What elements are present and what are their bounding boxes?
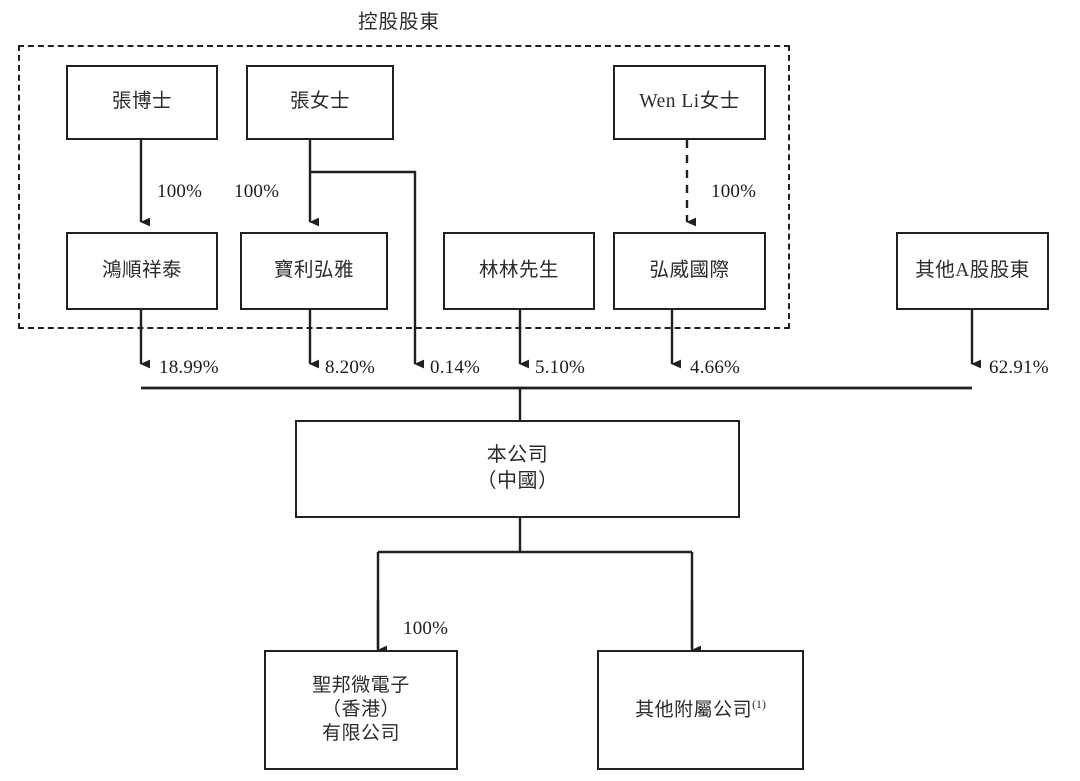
node-zhang-dr-label: 張博士 [111, 91, 172, 113]
node-other-subsidiaries-label: 其他附屬公司(1) [631, 697, 770, 723]
node-zhang-dr[interactable]: 張博士 [66, 65, 218, 140]
node-zhang-ms[interactable]: 張女士 [246, 65, 394, 140]
edge-label-baoli-percent: 8.20% [325, 357, 376, 378]
footnote-marker: (1) [752, 698, 766, 712]
edge-label-hongwei-percent: 4.66% [690, 357, 741, 378]
node-hongshun-xiangtai-label: 鴻順祥泰 [101, 259, 182, 281]
node-the-company-label: 本公司 （中國） [476, 444, 559, 492]
node-other-subsidiaries-text: 其他附屬公司 [635, 699, 753, 721]
group-title-controlling-shareholders: 控股股東 [358, 12, 441, 33]
node-other-a-share-shareholders-label: 其他A股股東 [915, 259, 1030, 281]
edge-label-wenli-to-hongwei: 100% [711, 181, 757, 202]
edge-label-linlin-percent: 5.10% [535, 357, 586, 378]
node-hongshun-xiangtai[interactable]: 鴻順祥泰 [66, 232, 218, 310]
node-hongwei-international-label: 弘威國際 [649, 259, 730, 281]
node-wen-li-ms-label: Wen Li女士 [639, 91, 740, 113]
node-lin-lin-label: 林林先生 [478, 259, 559, 281]
node-wen-li-ms[interactable]: Wen Li女士 [613, 65, 766, 140]
edge-label-zhang-dr-to-hongshun: 100% [157, 181, 203, 202]
node-hk-subsidiary-label: 聖邦微電子 （香港） 有限公司 [312, 674, 410, 745]
node-baoli-hongya-label: 寶利弘雅 [273, 259, 354, 281]
node-the-company[interactable]: 本公司 （中國） [295, 420, 740, 518]
edge-label-zhang-ms-percent: 0.14% [430, 357, 481, 378]
edge-label-zhang-ms-to-baoli: 100% [234, 181, 280, 202]
node-lin-lin[interactable]: 林林先生 [443, 232, 595, 310]
edge-label-other-a-percent: 62.91% [989, 357, 1049, 378]
edge-label-company-to-hk: 100% [403, 618, 449, 639]
node-zhang-ms-label: 張女士 [289, 91, 350, 113]
node-other-a-share-shareholders[interactable]: 其他A股股東 [896, 232, 1049, 310]
edge-label-hongshun-percent: 18.99% [159, 357, 219, 378]
node-hk-subsidiary[interactable]: 聖邦微電子 （香港） 有限公司 [264, 650, 458, 770]
node-baoli-hongya[interactable]: 寶利弘雅 [240, 232, 388, 310]
node-hongwei-international[interactable]: 弘威國際 [613, 232, 766, 310]
node-other-subsidiaries[interactable]: 其他附屬公司(1) [597, 650, 804, 770]
